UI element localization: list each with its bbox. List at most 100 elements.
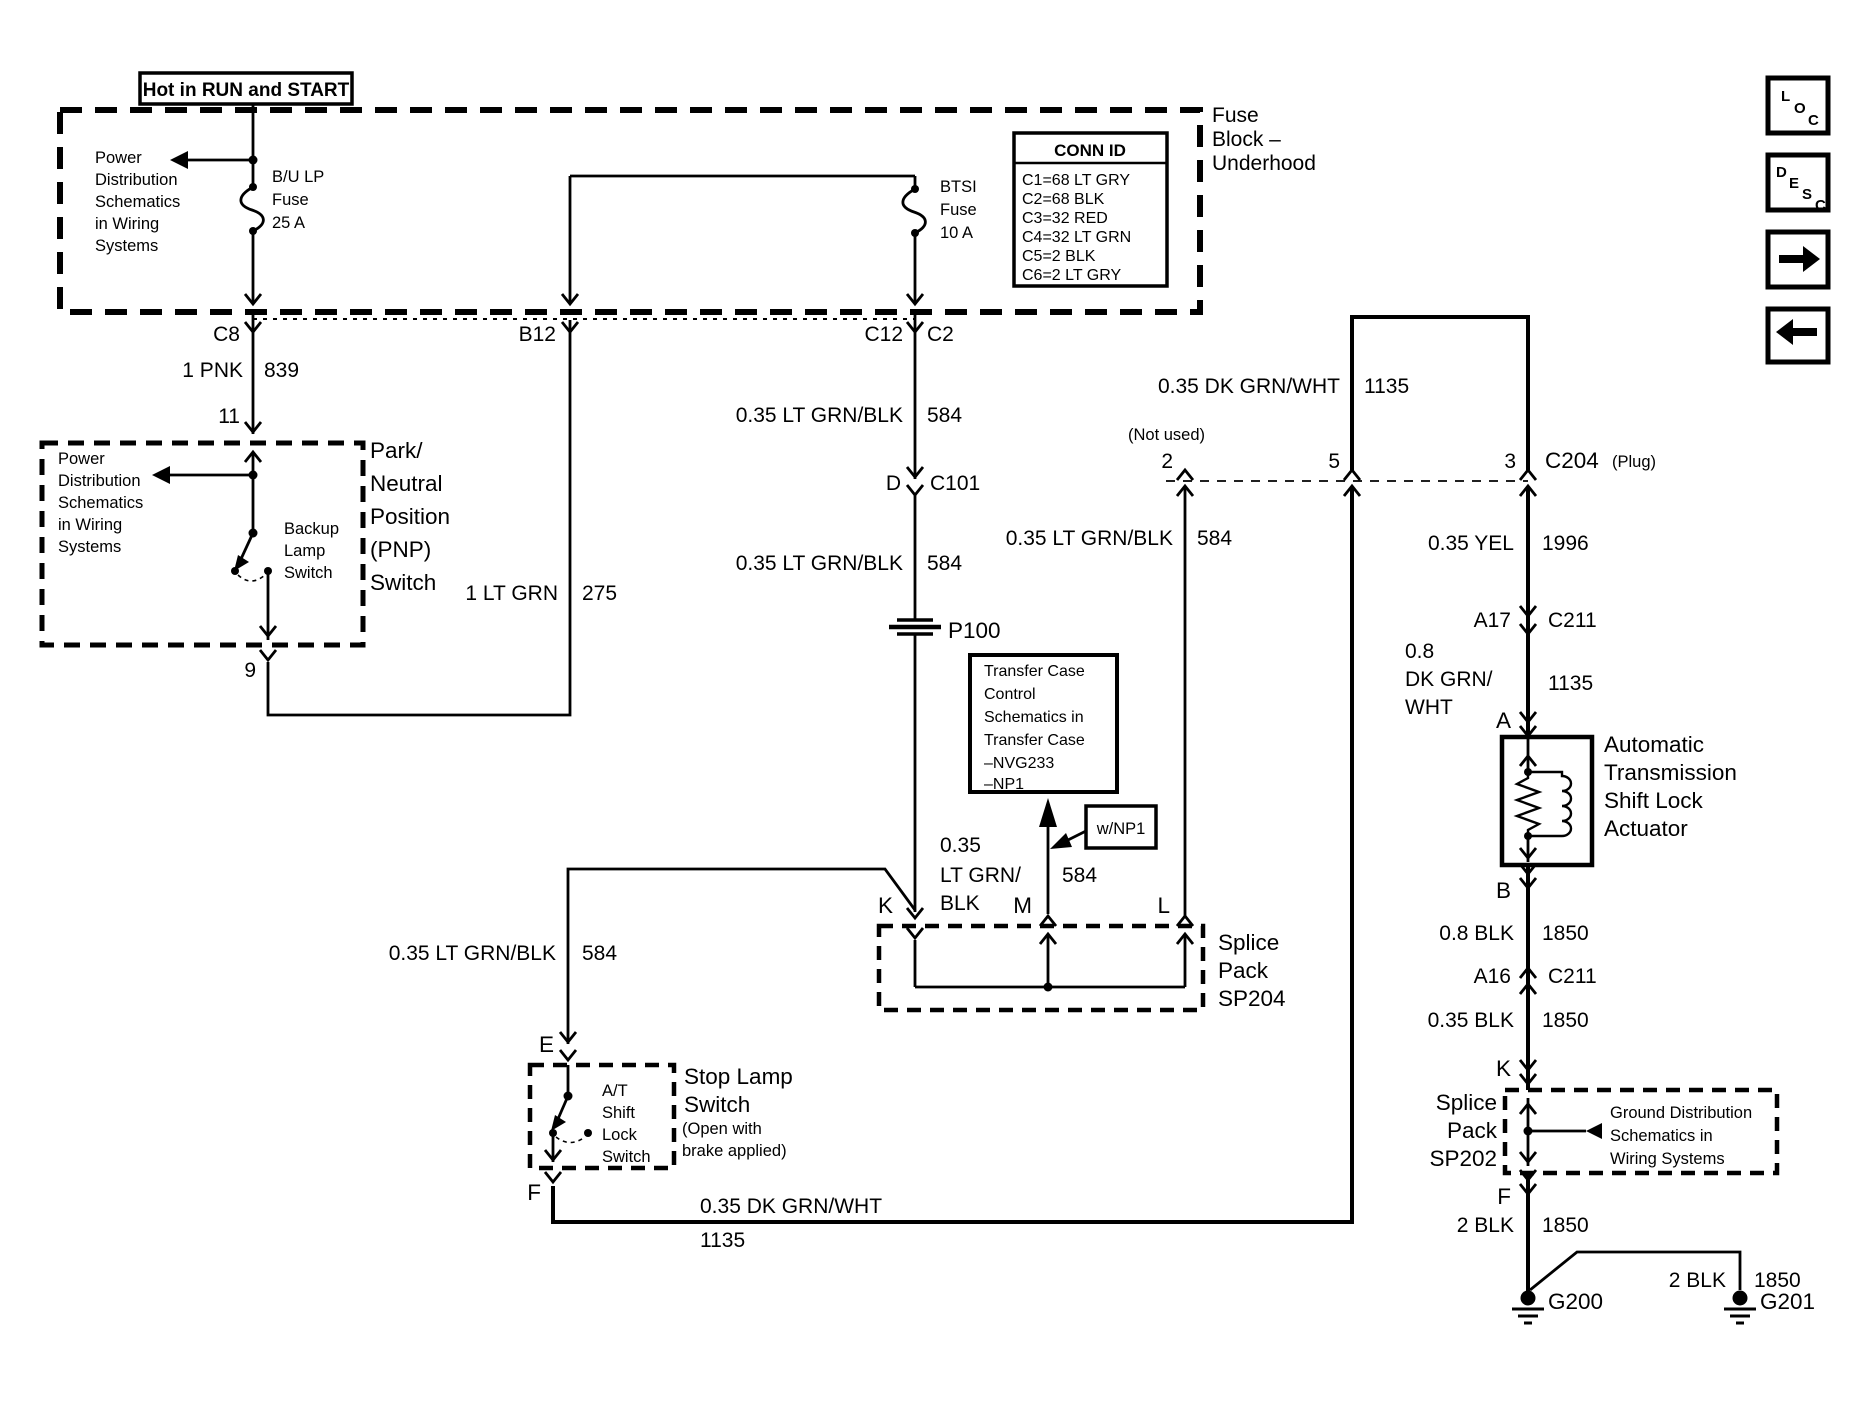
back-arrow-button[interactable] — [1765, 306, 1831, 365]
pin-a16: A16 — [1474, 965, 1511, 988]
svg-text:LT GRN/: LT GRN/ — [940, 864, 1021, 887]
pin-m: M — [1013, 893, 1032, 918]
svg-text:0.35: 0.35 — [940, 834, 981, 857]
hot-banner: Hot in RUN and START — [138, 71, 354, 106]
pin-a17: A17 — [1474, 609, 1511, 632]
pin-c12: C12 — [864, 323, 903, 346]
svg-text:Pack: Pack — [1218, 958, 1269, 983]
svg-text:C2=68 BLK: C2=68 BLK — [1022, 191, 1105, 208]
ref-arrow-icon — [152, 466, 170, 484]
svg-text:Power: Power — [95, 149, 142, 167]
svg-text:L: L — [1781, 88, 1790, 105]
ground-g201-icon — [1724, 1290, 1756, 1325]
bu-lp-fuse: B/U LP Fuse 25 A — [239, 104, 324, 303]
svg-text:Ground Distribution: Ground Distribution — [1610, 1104, 1752, 1122]
svg-text:C5=2 BLK: C5=2 BLK — [1022, 248, 1096, 265]
next-arrow-button[interactable] — [1765, 229, 1831, 290]
svg-text:(Open with: (Open with — [682, 1120, 762, 1138]
svg-text:A/T: A/T — [602, 1082, 628, 1100]
ref-arrow-icon — [1586, 1123, 1602, 1139]
ground-g200-icon — [1512, 1290, 1544, 1325]
btsi-fuse: BTSI Fuse 10 A — [568, 174, 977, 303]
svg-text:0.35 BLK: 0.35 BLK — [1428, 1009, 1514, 1032]
svg-text:Power: Power — [58, 450, 105, 468]
svg-text:Fuse: Fuse — [272, 191, 309, 209]
svg-text:C: C — [1815, 197, 1826, 214]
pin-b: B — [1496, 878, 1511, 903]
svg-text:Control: Control — [984, 686, 1036, 703]
svg-text:C6=2 LT GRY: C6=2 LT GRY — [1022, 267, 1121, 284]
svg-text:in Wiring: in Wiring — [58, 516, 122, 534]
pin-e: E — [539, 1032, 554, 1057]
conn-c204-label: C204 — [1545, 448, 1599, 473]
svg-text:Position: Position — [370, 504, 450, 529]
svg-text:brake applied): brake applied) — [682, 1142, 787, 1160]
pin-d: D — [886, 472, 901, 495]
conn-id-table: CONN ID C1=68 LT GRY C2=68 BLK C3=32 RED… — [1012, 131, 1169, 288]
svg-text:Lock: Lock — [602, 1126, 638, 1144]
svg-text:1 PNK: 1 PNK — [182, 359, 243, 382]
svg-text:1135: 1135 — [1364, 375, 1409, 398]
connector-c204: (Not used) 2 5 3 C204 (Plug) 0.35 DK GRN… — [1128, 315, 1656, 498]
pin-9: 9 — [244, 659, 256, 682]
svg-text:Block –: Block – — [1212, 128, 1281, 151]
svg-text:S: S — [1802, 186, 1812, 203]
svg-text:584: 584 — [927, 552, 962, 575]
splice-pack-sp202: Splice Pack SP202 Ground Distribution Sc… — [1429, 1087, 1780, 1176]
svg-text:Transfer Case: Transfer Case — [984, 663, 1085, 680]
loc-button[interactable]: L O C — [1765, 75, 1831, 136]
svg-text:Schematics: Schematics — [58, 494, 143, 512]
svg-text:C3=32 RED: C3=32 RED — [1022, 210, 1108, 227]
svg-text:Actuator: Actuator — [1604, 816, 1688, 841]
svg-text:0.8: 0.8 — [1405, 640, 1434, 663]
svg-text:Schematics in: Schematics in — [984, 709, 1084, 726]
p100-grommet — [889, 618, 941, 636]
svg-text:Distribution: Distribution — [58, 472, 141, 490]
pin-f2: F — [1497, 1184, 1511, 1209]
svg-text:Schematics in: Schematics in — [1610, 1127, 1713, 1145]
svg-text:1850: 1850 — [1542, 1009, 1589, 1032]
g201-label: G201 — [1760, 1289, 1815, 1314]
wire-grnblk-584-stoplamp: 0.35 LT GRN/BLK 584 E — [389, 867, 917, 1062]
resistor-icon — [1513, 772, 1543, 836]
svg-text:1850: 1850 — [1542, 922, 1589, 945]
svg-text:O: O — [1794, 100, 1806, 117]
svg-text:0.35 LT GRN/BLK: 0.35 LT GRN/BLK — [389, 942, 556, 965]
svg-text:in Wiring: in Wiring — [95, 215, 159, 233]
desc-button[interactable]: D E S C — [1765, 152, 1831, 214]
pin-k2: K — [1496, 1056, 1511, 1081]
fuse-block-underhood: Fuse Block – Underhood — [57, 104, 1316, 315]
svg-text:Switch: Switch — [684, 1092, 750, 1117]
svg-text:2 BLK: 2 BLK — [1457, 1214, 1514, 1237]
svg-text:Splice: Splice — [1436, 1090, 1497, 1115]
svg-text:Systems: Systems — [95, 237, 158, 255]
svg-text:Splice: Splice — [1218, 930, 1279, 955]
nav-buttons: L O C D E S C — [1765, 75, 1831, 365]
svg-text:B/U LP: B/U LP — [272, 168, 324, 186]
svg-text:WHT: WHT — [1405, 696, 1453, 719]
pin-c8: C8 — [213, 323, 240, 346]
left-arrow-icon — [1776, 319, 1817, 345]
svg-text:Automatic: Automatic — [1604, 732, 1704, 757]
pin-b12: B12 — [519, 323, 556, 346]
svg-text:Systems: Systems — [58, 538, 121, 556]
svg-text:1135: 1135 — [1548, 672, 1593, 695]
svg-text:10 A: 10 A — [940, 224, 973, 242]
svg-text:SP204: SP204 — [1218, 986, 1286, 1011]
transfer-case-ref: Transfer Case Control Schematics in Tran… — [940, 653, 1158, 915]
pin-5: 5 — [1328, 450, 1340, 473]
svg-text:0.35 LT GRN/BLK: 0.35 LT GRN/BLK — [736, 552, 903, 575]
ground-wires: F 2 BLK 1850 2 BLK 1850 G200 G201 — [1457, 1168, 1815, 1325]
shift-lock-actuator: Automatic Transmission Shift Lock Actuat… — [1499, 732, 1737, 868]
wnp1-tag: w/NP1 — [1096, 820, 1146, 838]
svg-text:0.8 BLK: 0.8 BLK — [1439, 922, 1514, 945]
svg-text:0.35 DK GRN/WHT: 0.35 DK GRN/WHT — [700, 1195, 882, 1218]
svg-text:584: 584 — [927, 404, 962, 427]
svg-text:Wiring Systems: Wiring Systems — [1610, 1150, 1725, 1168]
svg-text:0.35 DK GRN/WHT: 0.35 DK GRN/WHT — [1158, 375, 1340, 398]
svg-text:Schematics: Schematics — [95, 193, 180, 211]
pin-l: L — [1157, 893, 1170, 918]
svg-text:1135: 1135 — [700, 1229, 745, 1252]
pin-2: 2 — [1161, 450, 1173, 473]
